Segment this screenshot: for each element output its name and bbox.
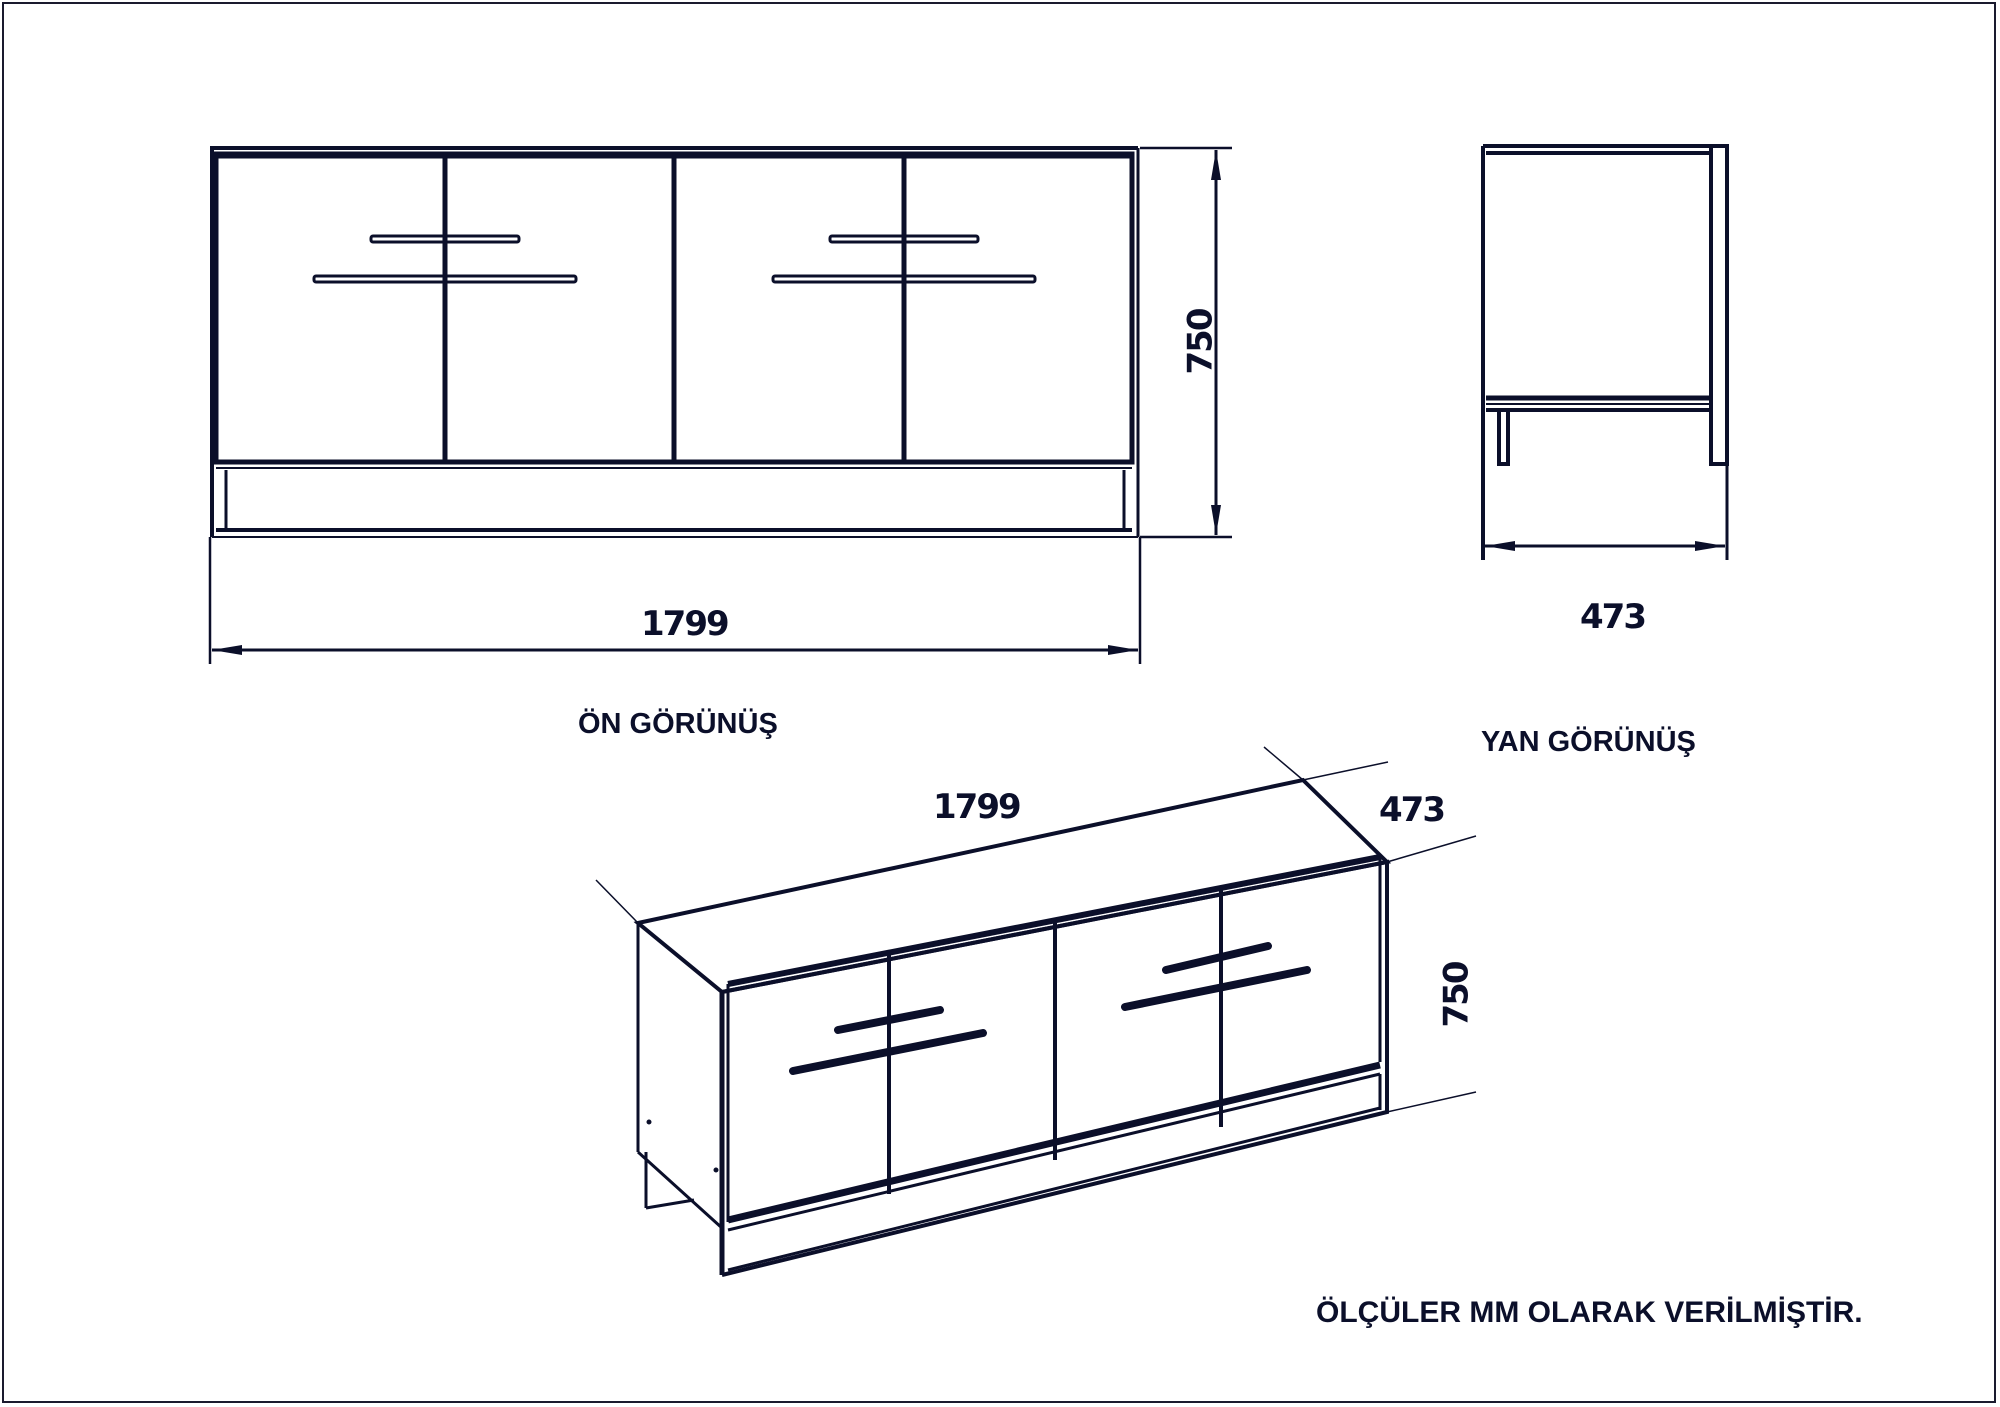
iso-height-dimension: 750 [1436, 962, 1477, 1028]
isometric-view [595, 746, 1477, 1277]
iso-width-dimension: 1799 [933, 787, 1022, 827]
side-depth-dimension: 473 [1580, 597, 1647, 637]
front-width-dimension: 1799 [641, 604, 730, 644]
front-height-dimension: 750 [1180, 309, 1221, 375]
side-view [1481, 144, 1729, 560]
front-view-title: ÖN GÖRÜNÜŞ [578, 708, 778, 740]
units-note: ÖLÇÜLER MM OLARAK VERİLMİŞTİR. [1316, 1296, 1863, 1329]
iso-depth-dimension: 473 [1379, 790, 1446, 830]
side-view-title: YAN GÖRÜNÜŞ [1481, 726, 1696, 758]
front-view [208, 146, 1232, 664]
